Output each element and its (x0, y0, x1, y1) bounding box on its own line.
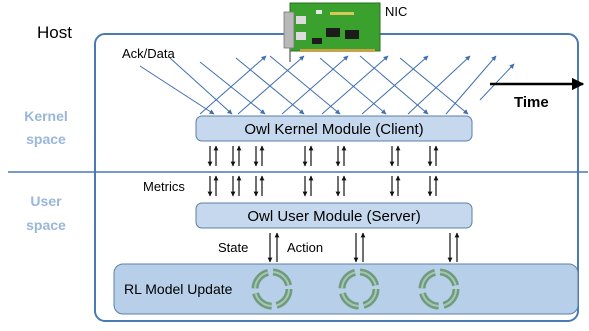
nic-card (283, 2, 381, 62)
kernel-space-label: Kernel space (24, 108, 68, 147)
svg-text:space: space (26, 131, 66, 147)
host-label: Host (37, 23, 72, 42)
cycle-icon (251, 268, 293, 310)
packet-arrows (139, 55, 515, 115)
rl-model-update-box (113, 263, 579, 315)
metrics-label: Metrics (143, 179, 185, 194)
user-module-box (195, 202, 473, 229)
metrics-arrows-lower (207, 175, 439, 197)
user-module-label: Owl User Module (Server) (247, 208, 420, 225)
state-action-arrows (267, 232, 460, 263)
kernel-module-box (195, 115, 473, 142)
time-label: Time (514, 94, 549, 111)
cycle-icon (338, 268, 380, 310)
metrics-arrows-upper (207, 145, 439, 167)
kernel-module-label: Owl Kernel Module (Client) (244, 121, 423, 138)
state-label: State (218, 240, 248, 255)
svg-text:space: space (26, 217, 66, 233)
action-label: Action (287, 240, 323, 255)
nic-label: NIC (385, 4, 407, 19)
rl-model-update-label: RL Model Update (124, 281, 233, 297)
svg-text:User: User (30, 193, 62, 209)
user-space-label: User space (26, 193, 66, 233)
ack-data-label: Ack/Data (122, 46, 176, 61)
svg-text:Kernel: Kernel (24, 108, 68, 124)
cycle-icon (418, 268, 460, 310)
